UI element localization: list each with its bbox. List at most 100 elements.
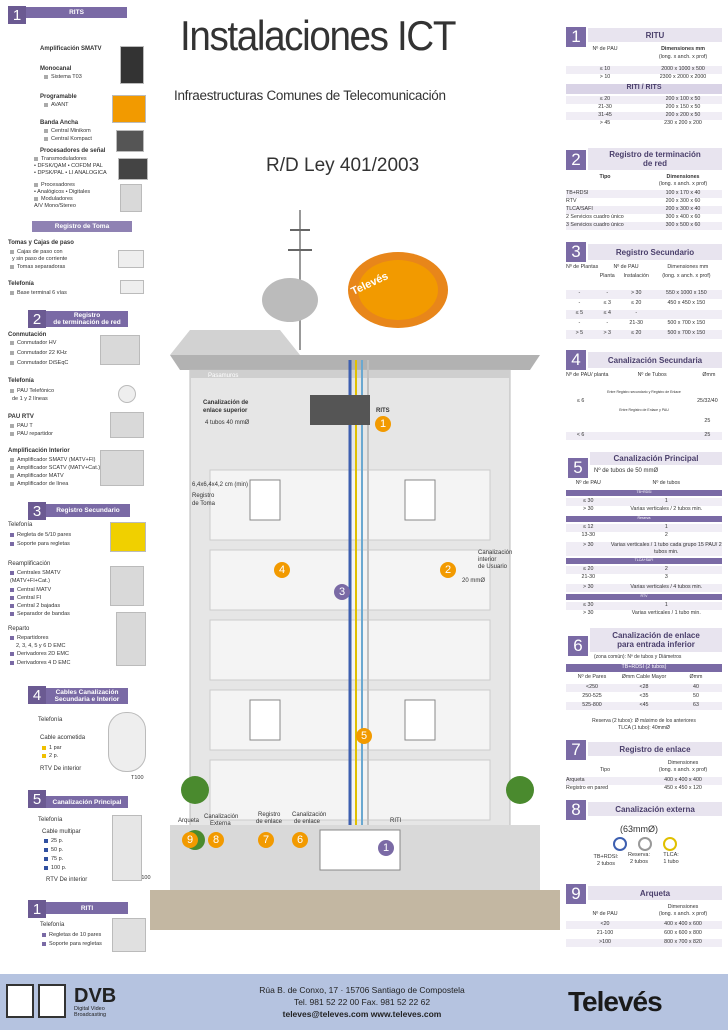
building-diagram: Pasamuros Canalización de enlace superio… bbox=[150, 200, 560, 930]
list-item: Base terminal 6 vías bbox=[10, 290, 67, 297]
section-title: RITI bbox=[46, 902, 128, 914]
product-image bbox=[116, 130, 144, 152]
list-item: (MATV+FI+Cat.) bbox=[10, 578, 50, 584]
table-number: 4 bbox=[566, 350, 586, 370]
list-item: Central FI bbox=[10, 595, 41, 602]
product-image bbox=[110, 412, 144, 438]
list-item: RTV De interior bbox=[40, 766, 82, 772]
contact-line: televes@televes.com www.televes.com bbox=[282, 1009, 442, 1019]
list-item: Repartidores bbox=[10, 635, 49, 642]
canal-int-label: de Usuario bbox=[478, 564, 508, 570]
subsection-title: Registro de Toma bbox=[32, 221, 132, 232]
list-item: Soporte para regletas bbox=[10, 541, 70, 548]
list-item: RTV De interior bbox=[46, 877, 88, 883]
list-item: Conmutación bbox=[8, 332, 47, 338]
list-item: Tomas y Cajas de paso bbox=[8, 240, 74, 246]
arqueta-label: Arqueta bbox=[178, 818, 200, 824]
section-number: 2 bbox=[28, 310, 46, 328]
list-item: y sin paso de corriente bbox=[12, 256, 68, 262]
list-item: A/V Mono/Stereo bbox=[34, 203, 76, 209]
canal-ext-label: Canalización bbox=[204, 814, 239, 820]
reg-enl-label: Registro bbox=[258, 812, 281, 818]
list-item: Telefonía bbox=[38, 717, 63, 723]
canal-enl-label: Canalización bbox=[292, 812, 327, 818]
list-item: Telefonía bbox=[8, 281, 34, 287]
cert-logo bbox=[6, 984, 34, 1018]
list-item: Amplificación Interior bbox=[8, 448, 70, 454]
table-registro-enlace: Dimensiones Tipo(long. x anch. x prof) A… bbox=[566, 760, 722, 800]
list-item: T100 bbox=[131, 775, 144, 781]
table-title: Registro Secundario bbox=[588, 244, 722, 260]
table-arqueta: Dimensiones Nº de PAU(long. x anch. x pr… bbox=[566, 904, 722, 950]
list-item: Central Kompact bbox=[44, 136, 92, 143]
section-number: 4 bbox=[28, 686, 46, 704]
table-number: 5 bbox=[568, 458, 588, 478]
regtoma-label: 6,4x6,4x4,2 cm (min) bbox=[192, 482, 249, 488]
canal-ext-label: Externa bbox=[210, 821, 231, 827]
canal-int-label: Canalización bbox=[478, 550, 513, 556]
product-image bbox=[116, 612, 146, 666]
address-line: Rúa B. de Conxo, 17 · 15706 Santiago de … bbox=[259, 985, 465, 995]
list-item: 50 p. bbox=[44, 847, 63, 854]
list-item: Regletas de 10 pares bbox=[42, 932, 101, 939]
product-image bbox=[112, 95, 146, 123]
list-item: Derivadores 4 D EMC bbox=[10, 660, 71, 667]
list-item: Reamplificación bbox=[8, 561, 51, 567]
list-item: Cajas de paso con bbox=[10, 249, 63, 256]
section-number: 3 bbox=[28, 502, 46, 520]
list-item: Regleta de 5/10 pares bbox=[10, 532, 71, 539]
list-item: Sistema T03 bbox=[44, 74, 82, 81]
list-item: Amplificador de línea bbox=[10, 481, 68, 488]
canal-int-label: interior bbox=[478, 557, 497, 563]
list-item: Procesadores bbox=[34, 182, 75, 189]
list-item: 2 p. bbox=[42, 753, 58, 760]
cert-logo bbox=[38, 984, 66, 1018]
table-subtitle: Nº de tubos de 50 mmØ bbox=[594, 468, 659, 474]
list-item: Amplificador SCATV (MATV+Cat.) bbox=[10, 465, 100, 472]
list-item: Conmutador 22 KHz bbox=[10, 350, 67, 357]
canal-enl-label: de enlace bbox=[294, 819, 321, 825]
list-item: 100 p. bbox=[44, 865, 66, 872]
product-image bbox=[118, 250, 144, 268]
list-item: Telefonía bbox=[38, 817, 63, 823]
list-item: Banda Ancha bbox=[40, 120, 79, 126]
marker-6: 6 bbox=[292, 832, 308, 848]
list-item: 75 p. bbox=[44, 856, 63, 863]
section-number: 1 bbox=[28, 900, 46, 918]
list-item: Conmutador HV bbox=[10, 340, 56, 347]
product-image bbox=[112, 918, 146, 952]
marker-7: 7 bbox=[258, 832, 274, 848]
list-item: Monocanal bbox=[40, 66, 72, 72]
table-title: Arqueta bbox=[588, 886, 722, 900]
canal-sup-label: Canalización de bbox=[203, 400, 249, 406]
product-image bbox=[110, 522, 146, 552]
table-number: 3 bbox=[566, 242, 586, 262]
product-image bbox=[100, 450, 144, 486]
list-item: 1 par bbox=[42, 745, 62, 752]
canal-sup-label: enlace superior bbox=[203, 408, 248, 414]
section-number: 5 bbox=[28, 790, 46, 808]
list-item: Cable multipar bbox=[42, 829, 81, 835]
list-item: Telefonía bbox=[8, 522, 33, 528]
list-item: Procesadores de señal bbox=[40, 148, 106, 154]
list-item: Telefonía bbox=[8, 378, 34, 384]
product-image bbox=[108, 712, 146, 772]
list-item: 2, 3, 4, 5 y 6 D EMC bbox=[16, 643, 66, 649]
list-item: Moduladores bbox=[34, 196, 73, 203]
list-item: PAU RTV bbox=[8, 414, 34, 420]
list-item: Central MATV bbox=[10, 587, 51, 594]
list-item: Conmutador DiSEqC bbox=[10, 360, 68, 367]
product-image bbox=[118, 158, 148, 180]
page-title: Instalaciones ICT bbox=[180, 12, 456, 59]
page-subtitle: Infraestructuras Comunes de Telecomunica… bbox=[174, 88, 446, 103]
table-number: 9 bbox=[566, 884, 586, 904]
pipe-label: TLCA:1 tubo bbox=[663, 852, 679, 865]
